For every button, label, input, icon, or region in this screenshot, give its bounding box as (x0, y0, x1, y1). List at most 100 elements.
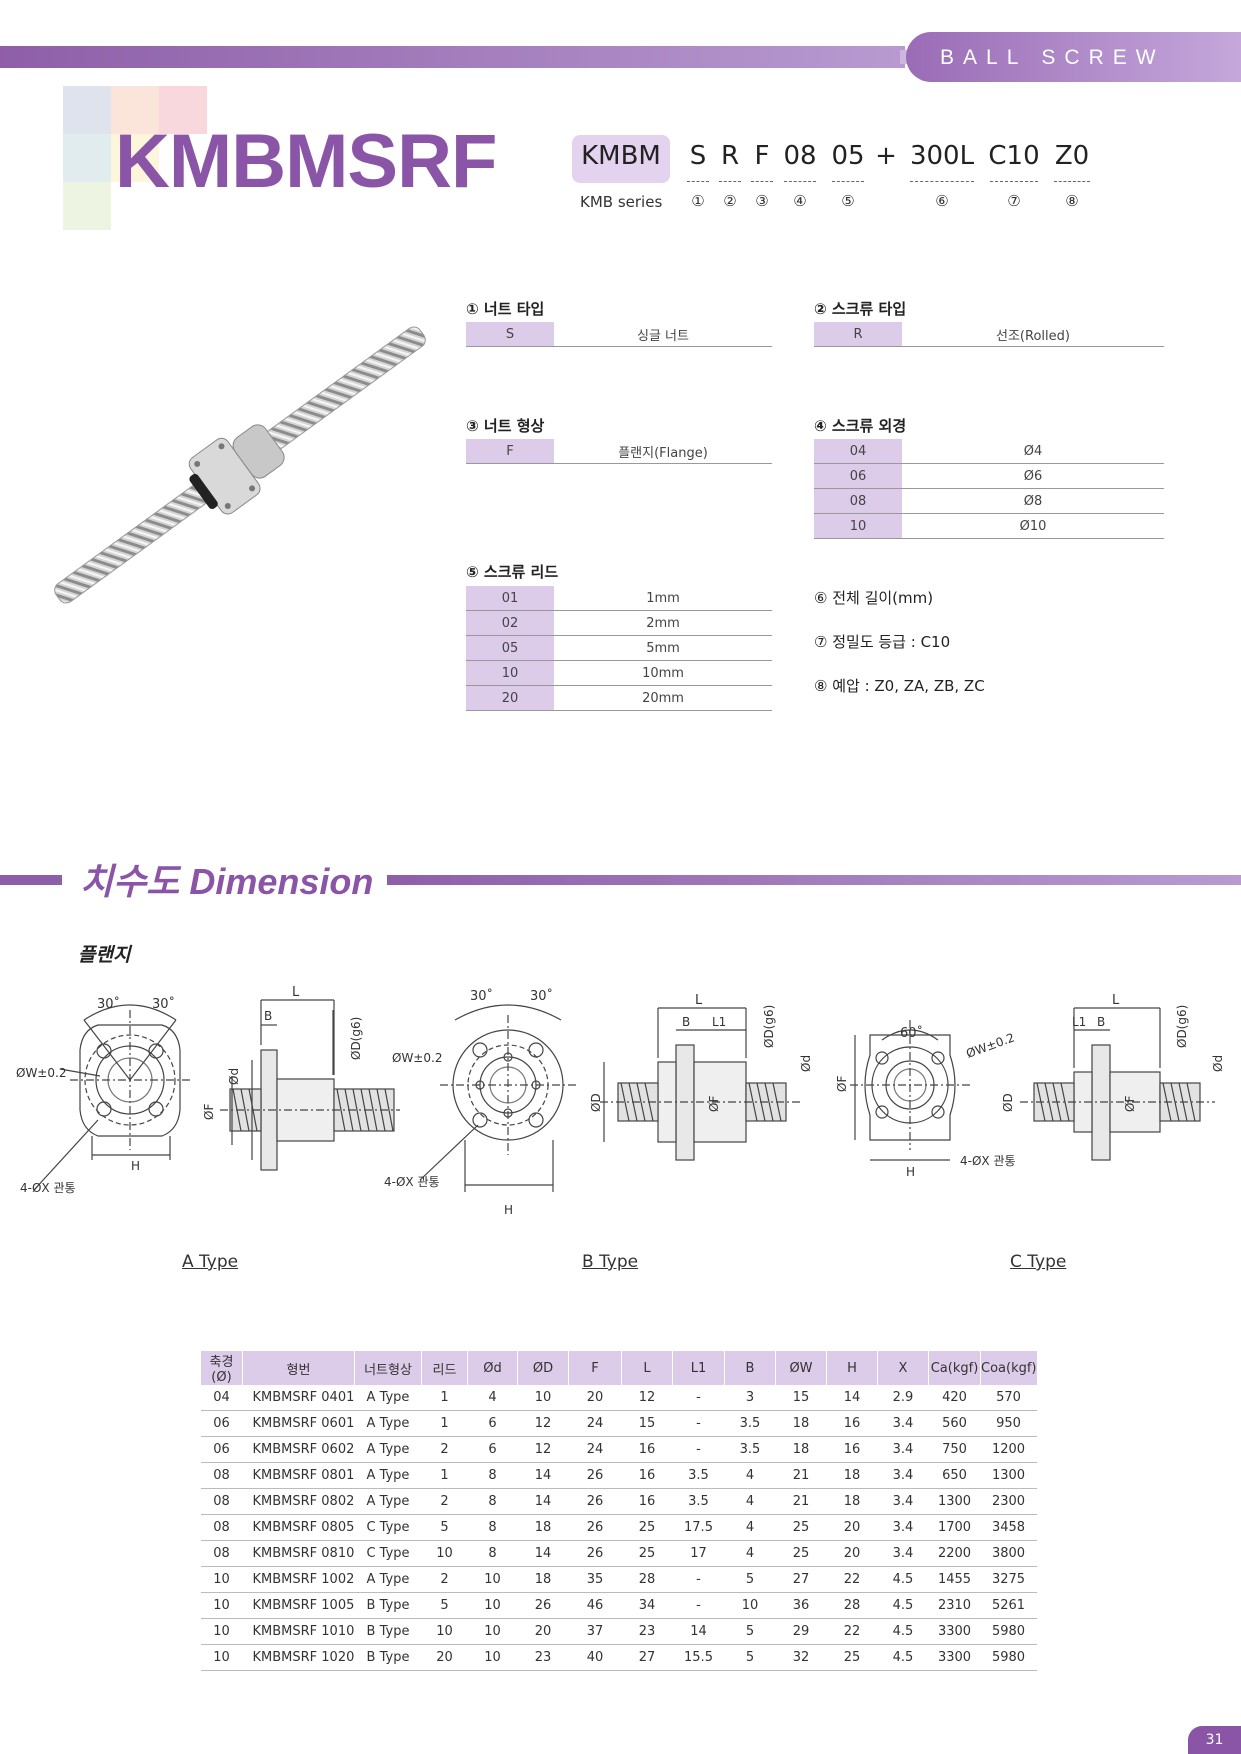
table-cell: 36 (775, 1592, 827, 1619)
table-cell: A Type (354, 1436, 422, 1463)
table-cell: B Type (354, 1618, 422, 1645)
table-cell: 6 (467, 1436, 518, 1463)
table-cell: 26 (568, 1514, 622, 1541)
column-header: Ca(kgf) (928, 1351, 981, 1385)
table-cell: 10 (517, 1385, 569, 1411)
table-cell: 1300 (928, 1488, 981, 1515)
table-row: R 선조(Rolled) (814, 322, 1164, 347)
series-caption: KMB series (580, 193, 663, 211)
screw-od-title: ④ 스크류 외경 (814, 417, 907, 435)
table-cell: 3300 (928, 1618, 981, 1645)
table-cell: 2200 (928, 1540, 981, 1567)
option-value: 2mm (554, 610, 772, 636)
table-cell: 20 (421, 1644, 468, 1671)
table-cell: 04 (200, 1385, 243, 1411)
table-cell: 25 (775, 1540, 827, 1567)
table-cell: 10 (724, 1592, 776, 1619)
a-type-side-view (220, 999, 400, 1171)
c-type-label: C Type (1010, 1252, 1067, 1272)
option-code: 20 (466, 685, 554, 711)
table-cell: 21 (775, 1462, 827, 1489)
table-cell: 29 (775, 1618, 827, 1645)
table-cell: 18 (517, 1514, 569, 1541)
table-cell: 5261 (980, 1592, 1037, 1619)
table-cell: 22 (826, 1566, 878, 1593)
table-cell: 5 (421, 1514, 468, 1541)
code-index: ⑧ (1065, 192, 1079, 210)
table-cell: 34 (621, 1592, 673, 1619)
table-cell: 2 (421, 1488, 468, 1515)
dg6-label: ØD(g6) (1175, 1005, 1189, 1048)
table-cell: B Type (354, 1644, 422, 1671)
b-label: B (682, 1015, 690, 1029)
table-cell: 1455 (928, 1566, 981, 1593)
table-cell: 15 (775, 1385, 827, 1411)
table-cell: 3 (724, 1385, 776, 1411)
table-cell: 22 (826, 1618, 878, 1645)
f-label: ØF (835, 1076, 849, 1092)
table-cell: 2 (421, 1436, 468, 1463)
table-cell: 10 (200, 1618, 243, 1645)
table-cell: KMBMSRF 0401 (242, 1385, 355, 1411)
table-cell: 3300 (928, 1644, 981, 1671)
angle-label: 30˚ (470, 988, 493, 1004)
table-cell: 3275 (980, 1566, 1037, 1593)
b-label: B (1097, 1015, 1105, 1029)
d-small-label: Ød (1211, 1055, 1225, 1072)
column-header: B (724, 1351, 776, 1385)
table-cell: 1 (421, 1462, 468, 1489)
hole-label: 4-ØX 관통 (960, 1154, 1016, 1168)
table-cell: 4 (724, 1514, 776, 1541)
code-index: ⑥ (935, 192, 949, 210)
table-cell: 16 (621, 1488, 673, 1515)
code-index: ④ (793, 192, 807, 210)
table-cell: 15.5 (672, 1644, 725, 1671)
table-cell: 16 (826, 1410, 878, 1437)
table-cell: KMBMSRF 1010 (242, 1618, 355, 1645)
table-cell: 26 (517, 1592, 569, 1619)
f-label: ØF (1123, 1096, 1137, 1112)
table-cell: 18 (826, 1462, 878, 1489)
option-value: Ø4 (902, 439, 1164, 464)
table-cell: 25 (775, 1514, 827, 1541)
table-cell: 28 (826, 1592, 878, 1619)
option-code: 04 (814, 439, 902, 464)
table-cell: 6 (467, 1410, 518, 1437)
table-cell: 5 (724, 1644, 776, 1671)
table-cell: B Type (354, 1592, 422, 1619)
table-cell: 3.5 (724, 1410, 776, 1437)
a-type-label: A Type (182, 1252, 239, 1272)
table-cell: 46 (568, 1592, 622, 1619)
dimension-drawings: 30˚ 30˚ ØW±0.2 4-ØX 관통 H L B ØD(g6) Ød Ø… (16, 985, 1225, 1217)
table-cell: 3.5 (672, 1488, 725, 1515)
option-code: 02 (466, 610, 554, 636)
code-divider (687, 181, 709, 183)
series-label: BALL SCREW (940, 46, 1165, 69)
table-cell: 5980 (980, 1618, 1037, 1645)
table-cell: 10 (200, 1566, 243, 1593)
option-value: 플랜지(Flange) (554, 439, 772, 464)
table-cell: 1 (421, 1385, 468, 1411)
c-type-front-view (850, 1020, 970, 1161)
l-label: L (695, 993, 703, 1008)
code-index: ⑤ (841, 192, 855, 210)
table-cell: A Type (354, 1410, 422, 1437)
table-cell: 10 (467, 1592, 518, 1619)
table-cell: 27 (775, 1566, 827, 1593)
nut-type-table: S 싱글 너트 (466, 322, 772, 347)
table-cell: 08 (200, 1540, 243, 1567)
table-cell: 3458 (980, 1514, 1037, 1541)
column-header: F (568, 1351, 622, 1385)
table-cell: 18 (826, 1488, 878, 1515)
table-cell: 16 (621, 1436, 673, 1463)
screw-lead-title: ⑤ 스크류 리드 (466, 563, 559, 581)
table-cell: 5 (421, 1592, 468, 1619)
code-divider (990, 181, 1038, 183)
